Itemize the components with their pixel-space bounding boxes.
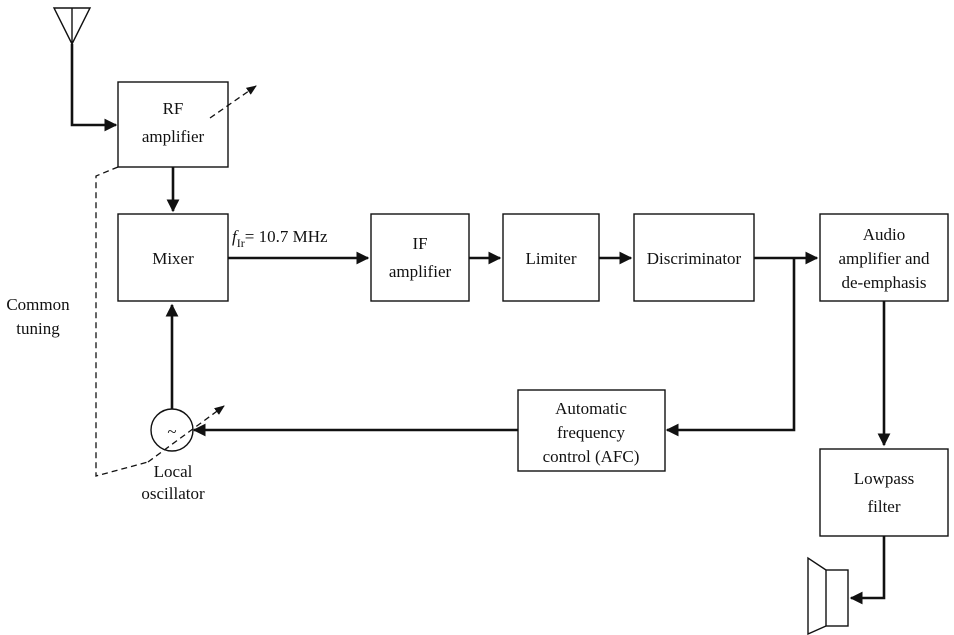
antenna-wire: [70, 44, 118, 132]
common-tuning-label-1: Common: [6, 295, 70, 314]
oscillator-tuning-arrow: [147, 405, 225, 463]
limiter-label: Limiter: [526, 249, 577, 268]
discriminator-label: Discriminator: [647, 249, 742, 268]
afc-label-1: Automatic: [555, 399, 627, 418]
afc-label-2: frequency: [557, 423, 625, 442]
local-oscillator-label-1: Local: [154, 462, 193, 481]
if-amplifier-label-2: amplifier: [389, 262, 452, 281]
common-tuning-label-2: tuning: [16, 319, 60, 338]
lowpass-filter-label-1: Lowpass: [854, 469, 914, 488]
lowpass-to-speaker-wire: [849, 536, 886, 605]
if-amplifier-label-1: IF: [412, 234, 427, 253]
rf-amplifier-block: RF amplifier: [117, 81, 229, 168]
audio-amplifier-label-2: amplifier and: [838, 249, 930, 268]
local-oscillator-label-2: oscillator: [141, 484, 205, 503]
afc-label-3: control (AFC): [543, 447, 640, 466]
limiter-block: Limiter: [502, 213, 600, 302]
audio-amplifier-label-3: de-emphasis: [842, 273, 927, 292]
rf-amplifier-label-2: amplifier: [142, 127, 205, 146]
local-oscillator: ~: [150, 408, 194, 452]
mixer-label: Mixer: [152, 249, 194, 268]
speaker-icon: [807, 556, 849, 635]
if-frequency-subscript: Ir: [237, 236, 245, 250]
discriminator-block: Discriminator: [633, 213, 755, 302]
common-tuning-link: [95, 166, 149, 477]
audio-amplifier-label-1: Audio: [863, 225, 906, 244]
if-frequency-symbol: f: [232, 227, 239, 246]
audio-amplifier-block: Audio amplifier and de-emphasis: [819, 213, 949, 302]
if-frequency-label: fIr= 10.7 MHz: [232, 227, 328, 250]
rf-amplifier-label-1: RF: [163, 99, 184, 118]
discriminator-to-afc-wire: [665, 258, 796, 437]
if-frequency-value: = 10.7 MHz: [245, 227, 328, 246]
mixer-block: Mixer: [117, 213, 229, 302]
afc-block: Automatic frequency control (AFC): [517, 389, 666, 472]
lowpass-filter-label-2: filter: [867, 497, 900, 516]
oscillator-symbol: ~: [167, 422, 176, 441]
if-amplifier-block: IF amplifier: [370, 213, 470, 302]
antenna-icon: [52, 7, 92, 46]
lowpass-filter-block: Lowpass filter: [819, 448, 949, 537]
